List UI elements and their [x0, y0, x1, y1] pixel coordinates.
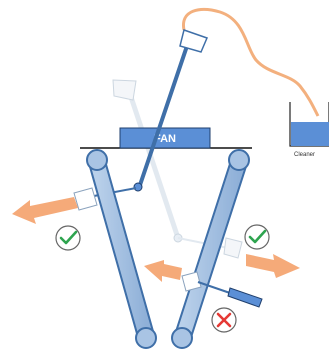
wrong-probe [181, 271, 263, 308]
arrow-left-bottom [144, 260, 182, 282]
ghost-probe [112, 79, 243, 259]
probe-wand [73, 29, 209, 211]
cleaner-tube [182, 7, 320, 117]
fan-box: FAN [119, 127, 211, 149]
check-icon [55, 225, 81, 251]
check-icon [244, 224, 270, 250]
arrow-left-top [12, 197, 78, 224]
cleaner-container: Cleaner [289, 102, 329, 158]
cleaner-label: Cleaner [294, 152, 315, 158]
fan-label: FAN [154, 133, 176, 145]
arrow-right [246, 254, 300, 278]
right-leg [171, 149, 250, 349]
left-leg [86, 149, 157, 349]
cross-icon [211, 307, 237, 333]
